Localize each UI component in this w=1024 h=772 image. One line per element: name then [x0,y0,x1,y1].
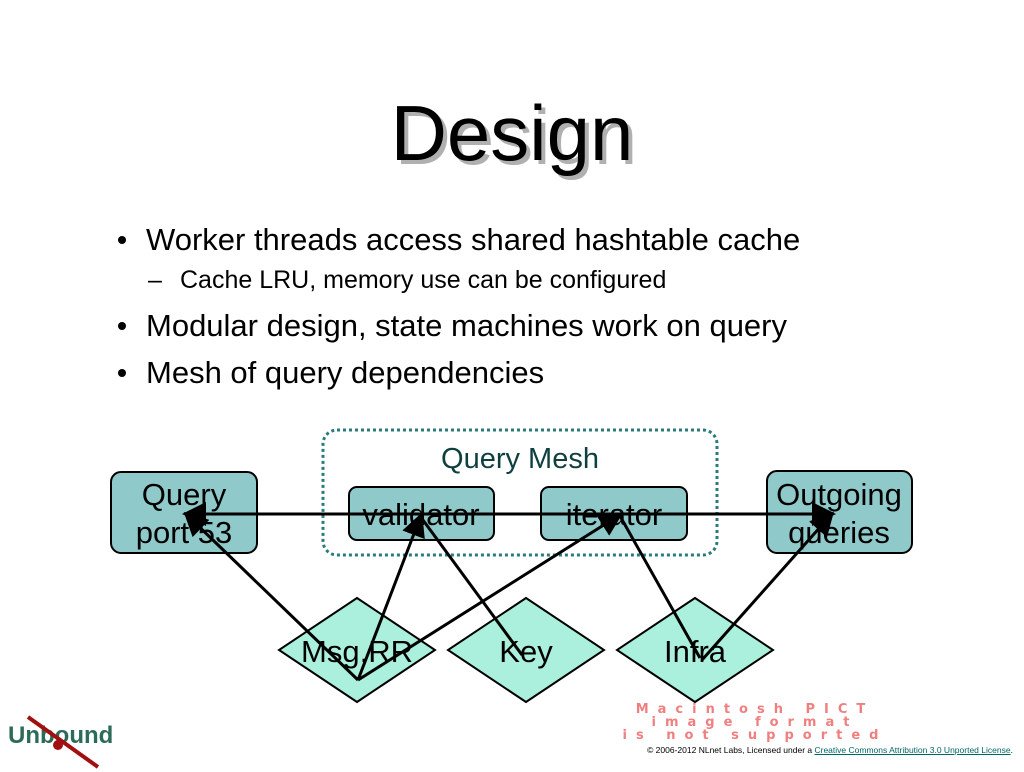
outgoing-label-1: Outgoing [776,477,902,512]
slide-title: Design [390,89,634,177]
bullet-dot-icon [118,369,126,377]
mesh-label: Query Mesh [441,443,599,475]
license-link[interactable]: Creative Commons Attribution 3.0 Unporte… [814,745,1011,755]
key-cache-diamond [446,596,606,704]
unsupported-image-placeholder: Macintosh PICT image format is not suppo… [622,702,888,743]
outgoing-queries-box [766,470,913,554]
footer-license: © 2006-2012 NLnet Labs, Licensed under a… [647,745,1013,755]
bullet-dot-icon [118,236,126,244]
unbound-logo: Unbound [8,715,113,769]
connector-lines [182,502,836,682]
msg-rr-cache-diamond [277,596,437,704]
key-label: Key [499,634,553,669]
msg-rr-label: Msg,RR [301,634,413,669]
query-port-label-1: Query [142,477,227,512]
bullet-dot-icon [118,322,126,330]
query-mesh-group [321,428,719,557]
logo-stroke-icon [26,715,100,769]
